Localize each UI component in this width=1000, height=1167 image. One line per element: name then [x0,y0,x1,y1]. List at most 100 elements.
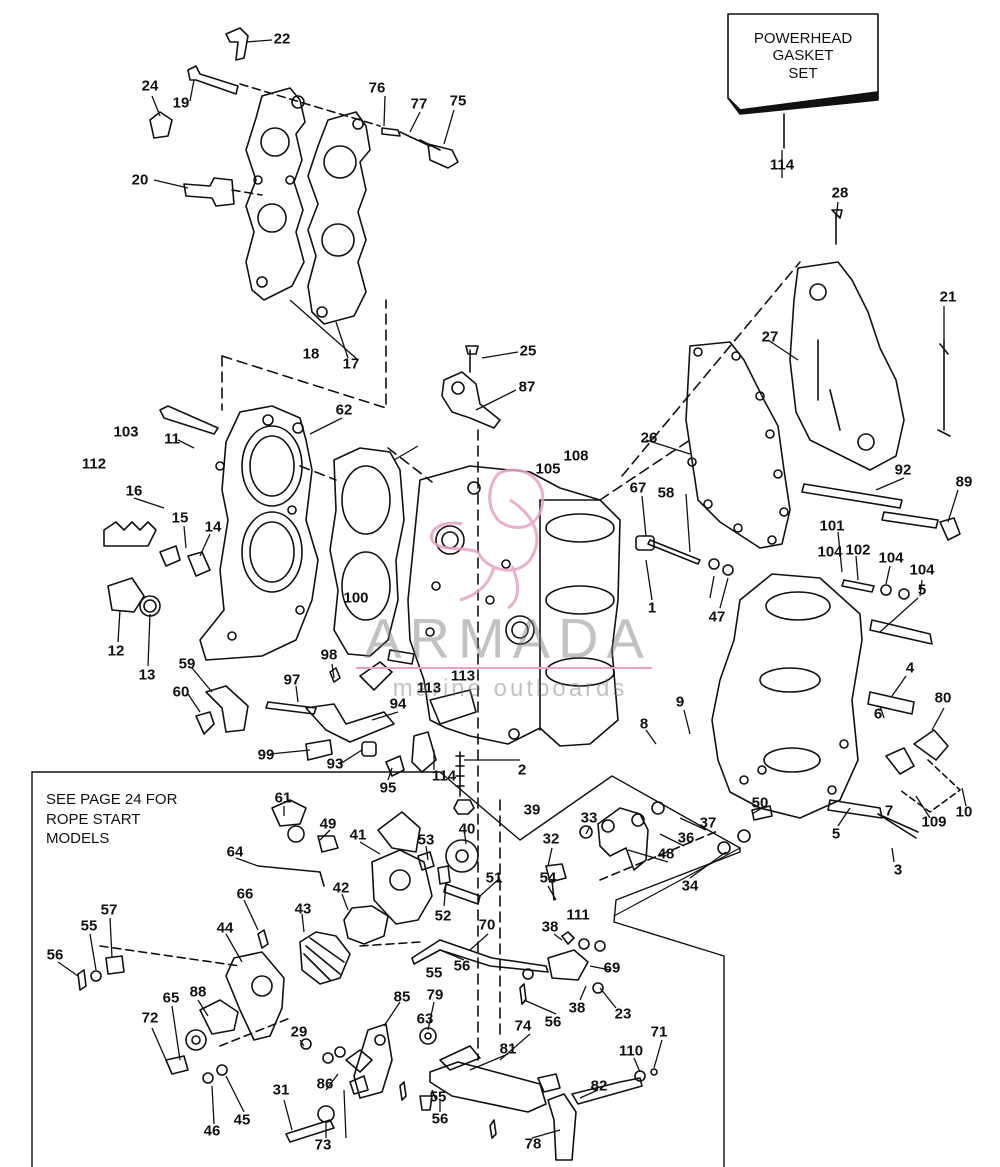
part-number-label: 29 [290,1023,308,1041]
tab-24-icon [149,111,173,139]
part-number-label: 6 [873,705,883,723]
part-number-label: 28 [831,184,849,202]
leader-line [211,1085,215,1125]
leader-line [153,179,189,189]
part-number-label: 11 [164,430,180,448]
leader-line [371,711,399,721]
part-number-label: 55 [80,917,98,935]
leader-line [341,893,349,911]
leader-line [469,1053,509,1071]
leader-line [235,857,259,867]
part-number-label: 20 [131,171,149,189]
part-number-label: 109 [921,813,947,831]
part-number-label: 26 [640,429,658,447]
part-number-label: 41 [349,826,367,844]
leader-line [243,899,259,931]
clip-icon [225,27,249,61]
leader-line [685,493,691,553]
part-number-label: 94 [389,695,407,713]
leader-line [891,847,895,863]
part-number-label: 55 [429,1088,447,1106]
leader-line [393,445,419,461]
part-number-label: 27 [761,328,779,346]
part-number-label: 112 [81,455,107,473]
part-number-label: 1 [647,599,657,617]
part-number-label: 57 [100,901,118,919]
leader-line [947,489,959,523]
leader-line [523,999,557,1015]
leader-line [325,1073,339,1091]
part-number-label: 22 [273,30,291,48]
part-number-label: 8 [639,715,649,733]
leader-line [335,321,349,359]
leader-line [653,1039,663,1069]
part-number-label: 36 [677,829,695,847]
sender-20-icon [183,177,235,207]
leader-line [177,439,195,449]
part-number-label: 10 [955,803,973,821]
part-number-label: 56 [453,957,471,975]
part-number-label: 65 [162,989,180,1007]
leader-line [585,825,591,835]
part-number-label: 44 [216,919,234,937]
leader-line [837,531,843,573]
part-number-label: 69 [603,959,621,977]
leader-line [645,439,691,455]
part-number-label: 78 [524,1135,542,1153]
part-number-label: 56 [46,946,64,964]
leader-line [659,833,685,847]
part-number-label: 53 [417,831,435,849]
part-number-label: 113 [416,679,442,697]
part-number-label: 108 [563,447,589,465]
part-number-label: 48 [657,845,675,863]
rope-start-note: SEE PAGE 24 FOR ROPE START MODELS [46,791,178,847]
leader-line [645,559,653,601]
leader-line [283,1099,293,1131]
leader-line [751,807,763,815]
part-number-label: 23 [614,1005,632,1023]
leader-line [463,827,467,845]
leader-line [269,749,311,755]
leader-line [633,1057,641,1073]
part-number-label: 103 [113,423,139,441]
leader-line [301,913,305,933]
leader-line [547,847,553,867]
part-number-label: 98 [320,646,338,664]
part-number-label: 66 [236,885,254,903]
leader-line [133,497,165,509]
leader-line [719,577,729,609]
part-number-label: 59 [178,655,196,673]
leader-line [599,987,617,1009]
leader-line [387,767,393,781]
leader-line [919,579,923,597]
leader-line [531,1129,561,1139]
exhaust-cover-icon [789,261,905,471]
watermark-brand: ARMADA [364,606,652,670]
crankcase-icon [711,573,863,819]
exhaust-gasket-icon [685,341,791,549]
leader-line [191,667,213,693]
leader-line [225,1075,245,1113]
leader-line [183,525,187,549]
head-gasket-63-icon [329,447,405,657]
watermark-mascot-icon [429,468,545,610]
leader-line [479,877,501,897]
part-number-label: 85 [393,988,411,1006]
part-number-label: 114 [769,156,795,174]
part-number-label: 72 [141,1009,159,1027]
leader-line [151,95,161,117]
part-number-label: 39 [523,801,541,819]
part-number-label: 5 [917,581,927,599]
cylinder-head-icon [199,405,319,661]
leader-line [319,829,331,841]
gasket-set-label: POWERHEAD GASKET SET [753,30,853,82]
part-number-label: 67 [629,479,647,497]
leader-line [359,841,381,855]
leader-line [481,351,519,359]
part-number-label: 80 [934,689,952,707]
leader-line [117,609,121,643]
leader-line [767,339,799,361]
leader-line [245,39,273,43]
part-number-label: 5 [831,825,841,843]
